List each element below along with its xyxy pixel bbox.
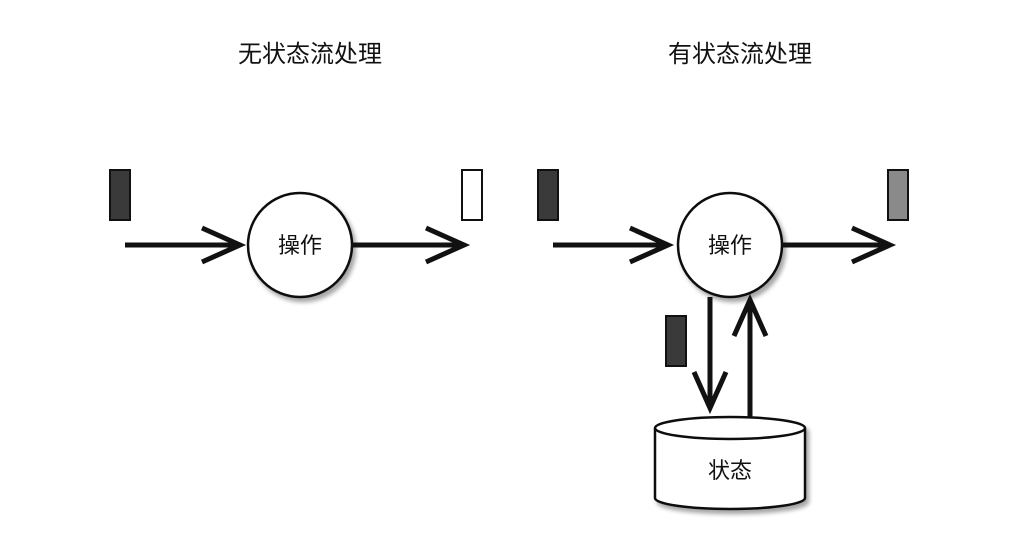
output-arrow	[782, 225, 897, 265]
operator-label: 操作	[278, 234, 322, 259]
read-state-arrow	[731, 293, 769, 418]
stateless-title: 无状态流处理	[238, 40, 382, 68]
output-event-block	[887, 169, 909, 221]
stateful-panel: 有状态流处理 操作 状态	[537, 40, 909, 511]
state-write-event-block	[665, 315, 687, 367]
write-state-arrow	[691, 297, 729, 415]
state-store-cylinder	[653, 415, 807, 511]
output-arrow	[352, 225, 471, 265]
input-event-block	[109, 169, 131, 221]
stateless-panel: 无状态流处理 操作	[109, 40, 483, 299]
operator-label: 操作	[708, 234, 752, 259]
input-arrow	[125, 225, 247, 265]
stateful-title: 有状态流处理	[668, 40, 812, 68]
state-label: 状态	[708, 459, 752, 484]
output-event-block	[461, 169, 483, 221]
input-arrow	[553, 225, 675, 265]
input-event-block	[537, 169, 559, 221]
